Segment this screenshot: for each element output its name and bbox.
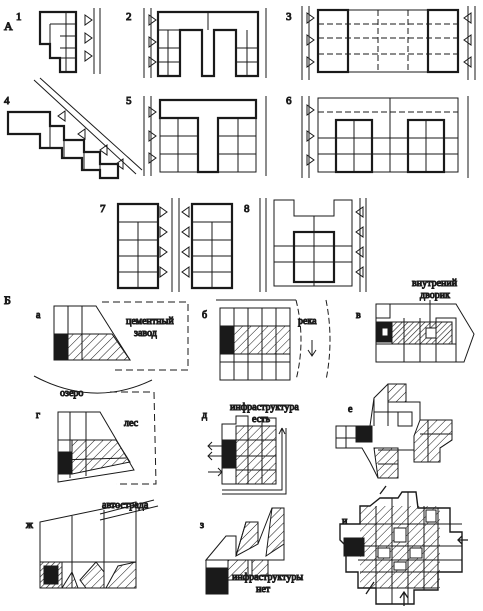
scheme-7-number: 7: [100, 203, 106, 215]
panel-z: з инфраструктуры нет: [200, 507, 304, 596]
panel-a: а цементный завод: [36, 301, 189, 371]
panel-zh-letter: ж: [25, 520, 33, 531]
panel-d-label-2: есть: [252, 414, 270, 425]
panel-z-label-2: нет: [256, 584, 271, 595]
panel-g-letter: г: [36, 410, 40, 421]
scheme-8-number: 8: [244, 203, 250, 215]
panel-e-letter: е: [348, 404, 353, 415]
panel-g-label-lake: озеро: [60, 388, 83, 399]
panel-g: озеро г лес: [33, 375, 157, 485]
panel-d: инфраструктура есть д: [202, 402, 300, 495]
panel-v: в внутрений дворик: [356, 278, 475, 363]
panel-zh: автострада ж: [25, 500, 159, 589]
scheme-8: 8: [244, 198, 367, 292]
scheme-2: 2: [126, 8, 267, 78]
panel-b-label-river: река: [298, 316, 317, 327]
scheme-3-number: 3: [286, 11, 292, 23]
scheme-4: 4: [4, 77, 143, 180]
panel-v-letter: в: [356, 310, 361, 321]
panel-zh-label-highway: автострада: [102, 500, 149, 511]
scheme-6: 6: [286, 95, 469, 178]
scheme-1: 1: [16, 8, 101, 74]
scheme-5-number: 5: [126, 95, 132, 107]
panel-e: е: [335, 383, 453, 479]
panel-b-letter: б: [202, 310, 207, 321]
scheme-7: 7: [100, 198, 234, 292]
scheme-5: 5: [126, 95, 267, 176]
scheme-6-number: 6: [286, 95, 292, 107]
panel-z-letter: з: [200, 520, 204, 531]
panel-v-label-1: внутрений: [412, 278, 458, 289]
panel-g-label-forest: лес: [124, 418, 139, 429]
panel-a-label-2: завод: [134, 328, 157, 339]
panel-i-letter: и: [342, 516, 348, 527]
panel-d-label-1: инфраструктура: [230, 402, 299, 413]
panel-z-label-1: инфраструктуры: [232, 572, 303, 583]
panel-b: б река: [202, 299, 331, 381]
panel-a-letter: а: [36, 310, 41, 321]
section-b-label: Б: [4, 293, 11, 307]
section-a-label: А: [4, 19, 13, 33]
scheme-1-number: 1: [16, 11, 22, 23]
panel-a-label-1: цементный: [126, 316, 174, 327]
scheme-4-number: 4: [4, 95, 10, 107]
panel-i: и: [339, 485, 468, 606]
scheme-2-number: 2: [126, 11, 132, 23]
panel-v-label-2: дворик: [420, 290, 450, 301]
panel-d-letter: д: [202, 410, 207, 421]
scheme-3: 3: [286, 6, 476, 80]
